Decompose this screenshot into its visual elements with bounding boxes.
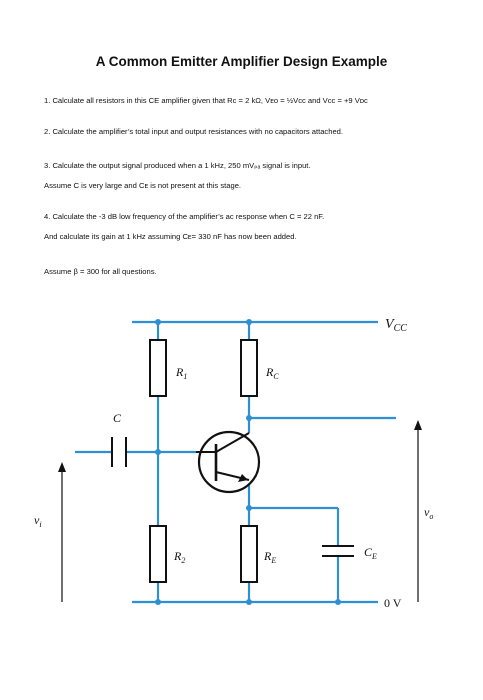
resistor-r2 [149,525,167,583]
rc-label: RC [265,365,279,381]
junction-dot [155,319,161,325]
re-label: RE [263,549,276,565]
document-title: A Common Emitter Amplifier Design Exampl… [95,54,388,69]
output-voltage-arrow [414,420,422,602]
junction-dot [246,415,252,421]
question-4: 4. Calculate the -3 dB low frequency of … [44,212,325,221]
resistor-rc [240,339,258,397]
resistor-r1 [149,339,167,397]
ce-label: CE [364,545,377,561]
question-3-note: Assume C is very large and Cᴇ is not pre… [44,181,242,190]
question-2: 2. Calculate the amplifier’s total input… [44,127,344,136]
junction-dot [246,599,252,605]
junction-dot [246,505,252,511]
question-4-note: And calculate its gain at 1 kHz assuming… [44,232,297,241]
question-3: 3. Calculate the output signal produced … [44,161,311,170]
input-voltage-arrow [58,462,66,602]
resistor-re [240,525,258,583]
input-voltage-label: vi [34,513,42,529]
zero-volt-label: 0 V [384,596,402,610]
question-1: 1. Calculate all resistors in this CE am… [44,96,368,105]
vcc-label: VCC [385,317,407,334]
capacitor-ce [322,545,354,557]
junction-dot [155,599,161,605]
output-voltage-label: vo [424,505,433,521]
capacitor-c [111,437,127,467]
junction-dot [246,319,252,325]
junction-dot [155,449,161,455]
npn-transistor [196,430,261,494]
junctions [155,319,341,605]
beta-assumption: Assume β = 300 for all questions. [44,267,157,276]
r2-label: R2 [173,549,185,565]
r1-label: R1 [175,365,187,381]
c-label: C [113,411,122,425]
junction-dot [335,599,341,605]
